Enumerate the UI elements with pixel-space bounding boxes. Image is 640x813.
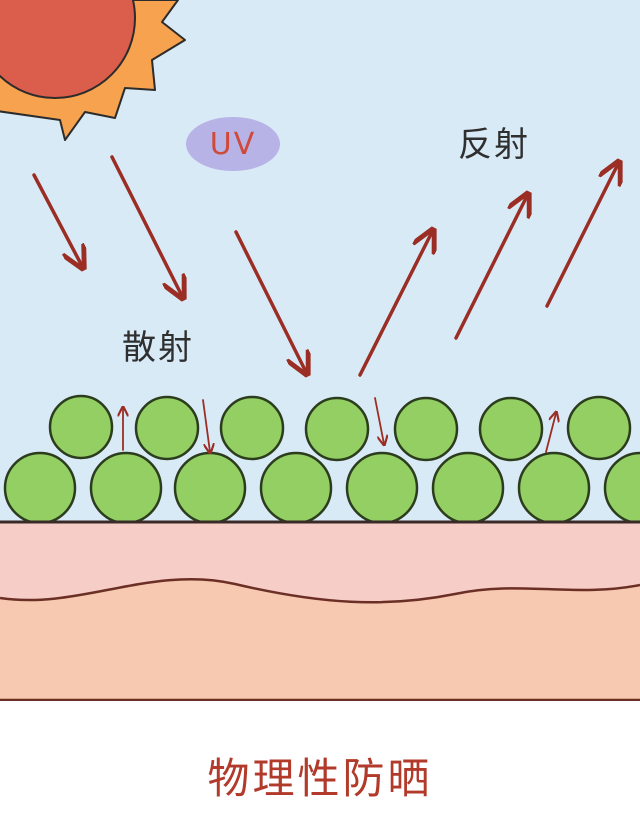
arrow <box>358 232 432 377</box>
sun-icon <box>0 0 186 141</box>
incoming-uv-arrows <box>32 155 306 372</box>
particle-layer <box>3 394 640 525</box>
arrow <box>202 399 210 452</box>
skin-layers <box>0 520 640 740</box>
reflection-label: 反射 <box>458 125 530 165</box>
particle <box>259 451 333 525</box>
arrow <box>234 230 306 372</box>
particle <box>89 451 163 525</box>
particle <box>393 396 459 462</box>
scatter-arrows <box>123 397 556 453</box>
reflected-arrows <box>358 164 618 377</box>
particle <box>3 451 77 525</box>
skin-wave <box>0 579 640 700</box>
particle <box>173 451 247 525</box>
uv-label: UV <box>209 126 257 162</box>
particle <box>517 451 591 525</box>
particle <box>304 396 370 462</box>
particle <box>48 394 114 460</box>
particle <box>478 396 544 462</box>
particle <box>134 395 200 461</box>
arrow <box>110 155 182 296</box>
particle <box>566 395 632 461</box>
arrow <box>32 173 82 266</box>
caption-area: 物理性防晒 <box>0 738 640 813</box>
scattering-label: 散射 <box>122 328 194 368</box>
arrow <box>545 413 556 453</box>
arrow <box>374 397 384 444</box>
caption-title: 物理性防晒 <box>207 754 433 803</box>
particle <box>219 395 285 461</box>
particle <box>431 451 505 525</box>
particle <box>345 451 419 525</box>
arrow <box>454 196 527 340</box>
diagram-scene <box>0 0 640 740</box>
arrow <box>545 164 618 308</box>
uv-badge: UV <box>186 117 280 171</box>
particle <box>603 451 640 525</box>
